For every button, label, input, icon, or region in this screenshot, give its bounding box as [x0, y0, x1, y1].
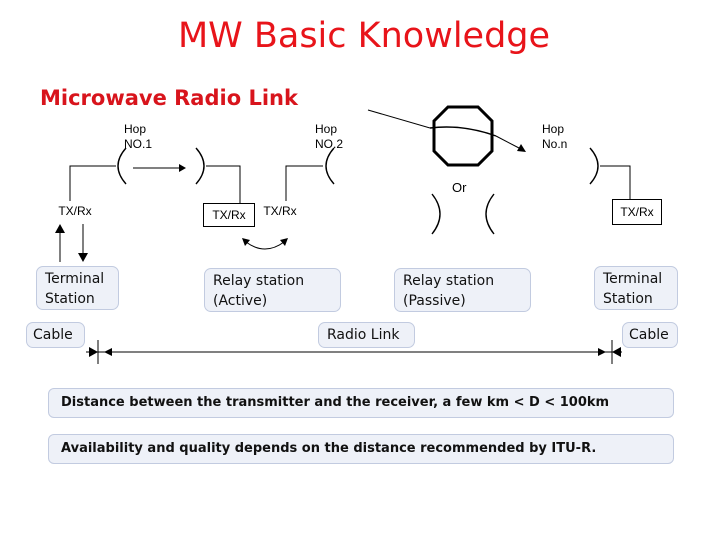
relay-station-passive: Relay station (Passive) [394, 268, 531, 312]
relay-station-passive-line2: (Passive) [403, 293, 466, 309]
terminal-station-left-line2: Station [45, 291, 95, 307]
feeder-active-tx [285, 165, 323, 201]
feeder-active-rx [206, 165, 241, 203]
hop-label-n-line2: No.n [542, 137, 568, 151]
availability-note: Availability and quality depends on the … [48, 434, 674, 464]
antenna-passive-right [485, 193, 495, 235]
relay-swap-arrow [245, 241, 285, 250]
page-title: MW Basic Knowledge [177, 16, 551, 56]
antenna-terminal-left [117, 147, 127, 185]
hop-label-1-line2: NO.1 [124, 137, 153, 151]
radio-link-label: Radio Link [318, 322, 415, 348]
passive-path-out [495, 135, 520, 149]
relay-station-active-line1: Relay station [213, 273, 305, 289]
hop-label-n-line1: Hop [542, 122, 565, 136]
feeder-left [69, 165, 116, 201]
antenna-relay-active-rx [195, 147, 205, 185]
txrx-terminal-left: TX/Rx [47, 201, 103, 221]
hop-label-2-line1: Hop [315, 122, 338, 136]
feeder-right [600, 165, 631, 199]
section-subtitle: Microwave Radio Link [40, 86, 298, 110]
hop-label-1-line1: Hop [124, 122, 147, 136]
cable-label-right: Cable [622, 322, 678, 348]
antenna-terminal-right [589, 147, 599, 185]
passive-reflector-icon [432, 105, 494, 167]
terminal-station-right-line1: Terminal [603, 271, 663, 287]
txrx-relay-tx: TX/Rx [257, 201, 303, 221]
antenna-relay-active-tx [325, 147, 335, 185]
terminal-station-left: Terminal Station [36, 266, 119, 310]
hop-label-n: Hop No.n [542, 122, 567, 152]
passive-path-in [367, 109, 431, 129]
relay-station-passive-line1: Relay station [403, 273, 495, 289]
antenna-passive-left [431, 193, 441, 235]
or-label: Or [452, 180, 467, 195]
txrx-terminal-right: TX/Rx [612, 199, 662, 225]
relay-station-active: Relay station (Active) [204, 268, 341, 312]
hop-label-2-line2: NO.2 [315, 137, 344, 151]
terminal-station-right-line2: Station [603, 291, 653, 307]
terminal-station-right: Terminal Station [594, 266, 678, 310]
hop-label-1: Hop NO.1 [124, 122, 152, 152]
hop-label-2: Hop NO.2 [315, 122, 343, 152]
terminal-station-left-line1: Terminal [45, 271, 105, 287]
distance-note: Distance between the transmitter and the… [48, 388, 674, 418]
cable-label-left: Cable [26, 322, 85, 348]
relay-station-active-line2: (Active) [213, 293, 268, 309]
txrx-relay-rx: TX/Rx [203, 203, 255, 227]
